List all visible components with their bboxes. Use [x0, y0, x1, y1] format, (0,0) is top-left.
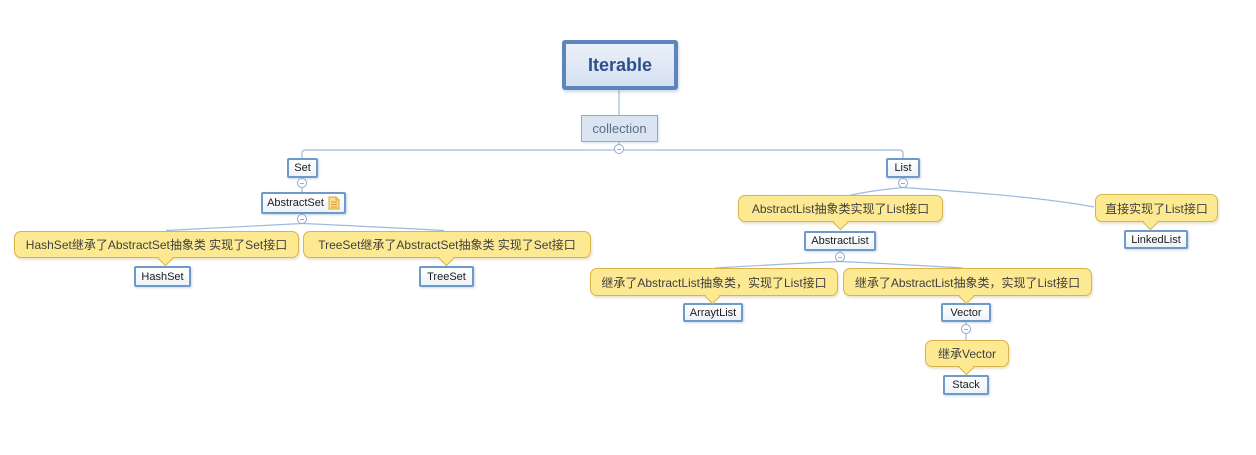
edge-abstractlist-arraylist — [714, 260, 841, 269]
note-icon[interactable] — [328, 196, 340, 210]
topic-list[interactable]: List — [886, 158, 920, 178]
collapse-icon-abstractlist[interactable] — [835, 252, 845, 262]
collapse-icon-abstractset[interactable] — [297, 214, 307, 224]
topic-treeset[interactable]: TreeSet — [419, 266, 474, 287]
edge-abstractset-treeset — [301, 222, 445, 232]
collapse-icon-list[interactable] — [898, 178, 908, 188]
topic-vector[interactable]: Vector — [941, 303, 991, 322]
collapse-icon-set[interactable] — [297, 178, 307, 188]
topic-abstractset-label: AbstractSet — [267, 197, 324, 209]
topic-collection[interactable]: collection — [581, 115, 658, 142]
topic-iterable[interactable]: Iterable — [562, 40, 678, 90]
topic-abstractlist[interactable]: AbstractList — [804, 231, 876, 251]
topic-set[interactable]: Set — [287, 158, 318, 178]
topic-abstractset[interactable]: AbstractSet — [261, 192, 346, 214]
topic-linkedlist[interactable]: LinkedList — [1124, 230, 1188, 249]
callout-hashset[interactable]: HashSet继承了AbstractSet抽象类 实现了Set接口 — [14, 231, 299, 258]
topic-arraylist[interactable]: ArraytList — [683, 303, 743, 322]
edge-abstractlist-vector — [839, 260, 964, 269]
edge-main-horizontal — [301, 149, 904, 158]
topic-stack[interactable]: Stack — [943, 375, 989, 395]
collapse-icon-collection[interactable] — [614, 144, 624, 154]
edge-abstractset-hashset — [165, 222, 303, 232]
edge-list-linkedlist — [902, 186, 1095, 208]
collapse-icon-vector[interactable] — [961, 324, 971, 334]
callout-linkedlist[interactable]: 直接实现了List接口 — [1095, 194, 1218, 222]
topic-hashset[interactable]: HashSet — [134, 266, 191, 287]
